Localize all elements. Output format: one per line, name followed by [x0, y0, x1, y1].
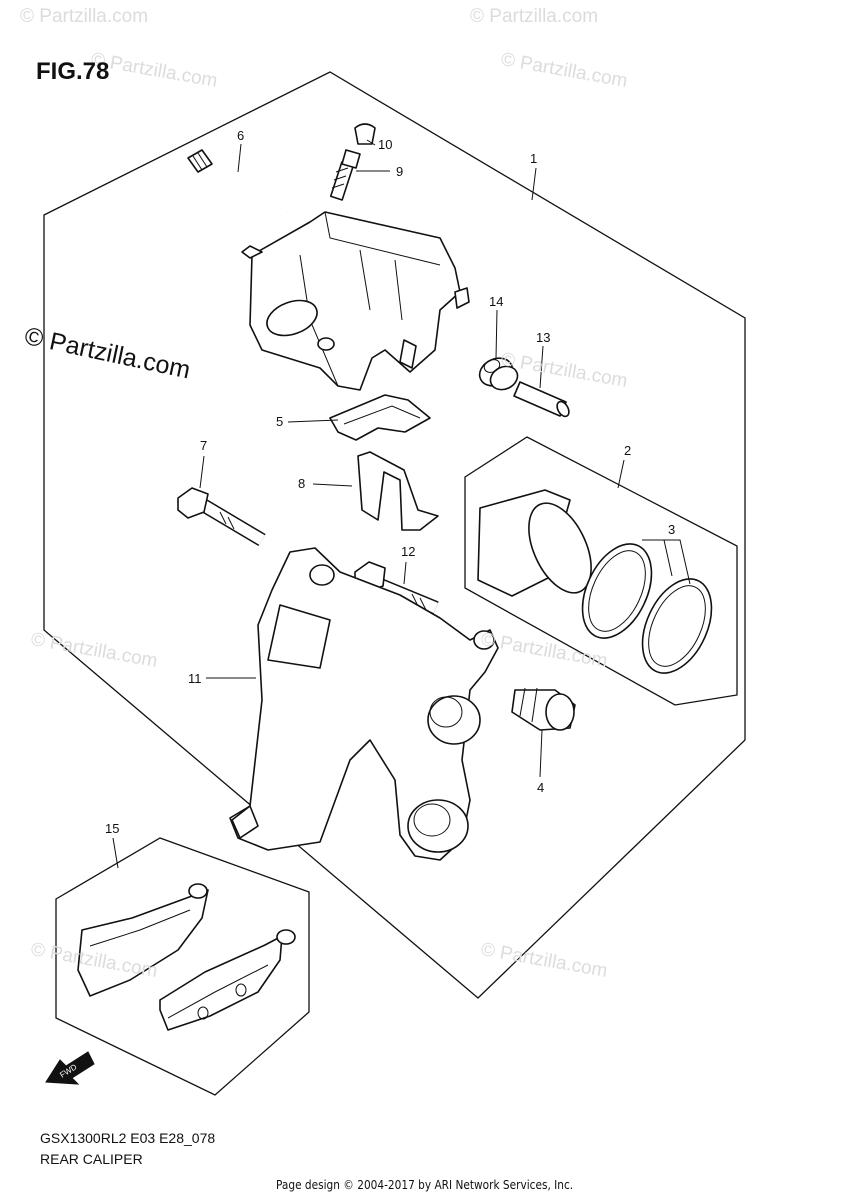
pin-part-6 [187, 149, 290, 215]
diagram-code: GSX1300RL2 E03 E28_078 [40, 1130, 216, 1146]
callout-7: 7 [200, 438, 207, 453]
figure-title: FIG.78 [36, 58, 110, 85]
watermark: © Partzilla.com [470, 6, 599, 27]
callout-numbers: 1 2 3 4 5 6 7 8 9 10 11 12 13 14 15 [105, 128, 675, 836]
retainer-part-8 [357, 451, 439, 531]
cap-part-10 [354, 123, 376, 145]
fwd-arrow-icon: FWD [45, 1051, 95, 1085]
page-footer: Page design © 2004-2017 by ARI Network S… [276, 1178, 574, 1192]
assembly-outline-1 [43, 71, 746, 999]
pad-spring-part-5 [329, 394, 431, 441]
pad-set-outline-15 [55, 837, 310, 1096]
callout-8: 8 [298, 476, 305, 491]
caliper-body [241, 211, 470, 391]
callout-6: 6 [237, 128, 244, 143]
seals-part-3 [581, 543, 713, 674]
bleeder-part-9 [329, 149, 361, 201]
boot-part-4 [511, 687, 576, 731]
callout-11: 11 [188, 671, 202, 686]
bracket-part-11 [229, 547, 499, 861]
piston-part-2 [477, 489, 592, 597]
callout-5: 5 [276, 414, 283, 429]
leader-lines [112, 139, 691, 869]
callout-12: 12 [401, 544, 415, 559]
pin-part-13 [513, 381, 570, 418]
callout-14: 14 [489, 294, 503, 309]
callout-1: 1 [530, 151, 537, 166]
boot-part-14 [478, 357, 519, 391]
callout-4: 4 [537, 780, 544, 795]
diagram-caption: REAR CALIPER [40, 1151, 143, 1167]
callout-15: 15 [105, 821, 119, 836]
brake-pads-part-15 [77, 883, 296, 1031]
watermark: © Partzilla.com [20, 6, 149, 27]
callout-9: 9 [396, 164, 403, 179]
callout-10: 10 [378, 137, 392, 152]
callout-3: 3 [668, 522, 675, 537]
bolt-part-7 [177, 487, 266, 547]
callout-13: 13 [536, 330, 550, 345]
seal-kit-outline-2 [464, 436, 738, 706]
callout-2: 2 [624, 443, 631, 458]
